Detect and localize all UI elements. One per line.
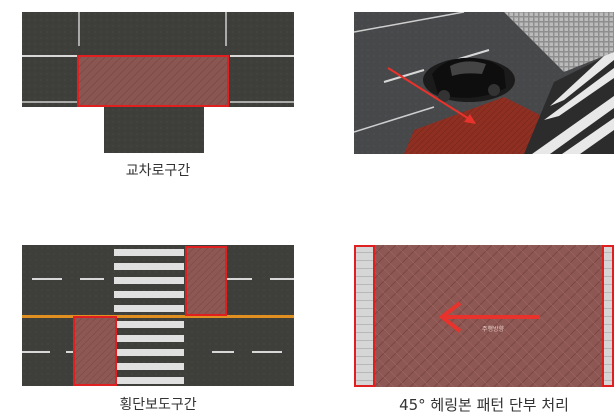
car-icon (423, 57, 515, 102)
highlight-box-left (354, 245, 375, 387)
herringbone-svg: 주행방향 (354, 245, 614, 387)
highlight-box-lower (73, 316, 117, 386)
colored-pavement-zone (78, 56, 228, 106)
herringbone-diagram: 주행방향 (354, 245, 614, 387)
colored-zone-upper (186, 247, 226, 315)
perspective-diagram (354, 12, 614, 154)
crosswalk-stripes (532, 52, 614, 154)
arrow-left-icon (438, 301, 540, 333)
highlight-box (77, 55, 229, 107)
highlight-box-right (602, 245, 614, 387)
crosswalk-stripes (114, 249, 184, 384)
curb-left (354, 245, 374, 387)
arrow-label: 주행방향 (482, 325, 505, 333)
direction-arrow (387, 67, 476, 124)
caption-intersection: 교차로구간 (125, 163, 191, 179)
intersection-svg (22, 12, 294, 153)
caption-herringbone: 45° 헤링본 패턴 단부 처리 (399, 396, 569, 414)
red-pavement-band (404, 97, 554, 154)
intersection-diagram (22, 12, 294, 153)
road-vertical (104, 107, 204, 153)
crosswalk-svg (22, 245, 294, 386)
caption-crosswalk: 횡단보도구간 (119, 397, 197, 413)
perspective-svg (354, 12, 614, 154)
highlight-box-upper (185, 246, 227, 316)
center-line (22, 315, 294, 318)
curb-right (602, 245, 614, 387)
crosswalk-diagram (22, 245, 294, 386)
colored-zone-lower (74, 317, 116, 385)
